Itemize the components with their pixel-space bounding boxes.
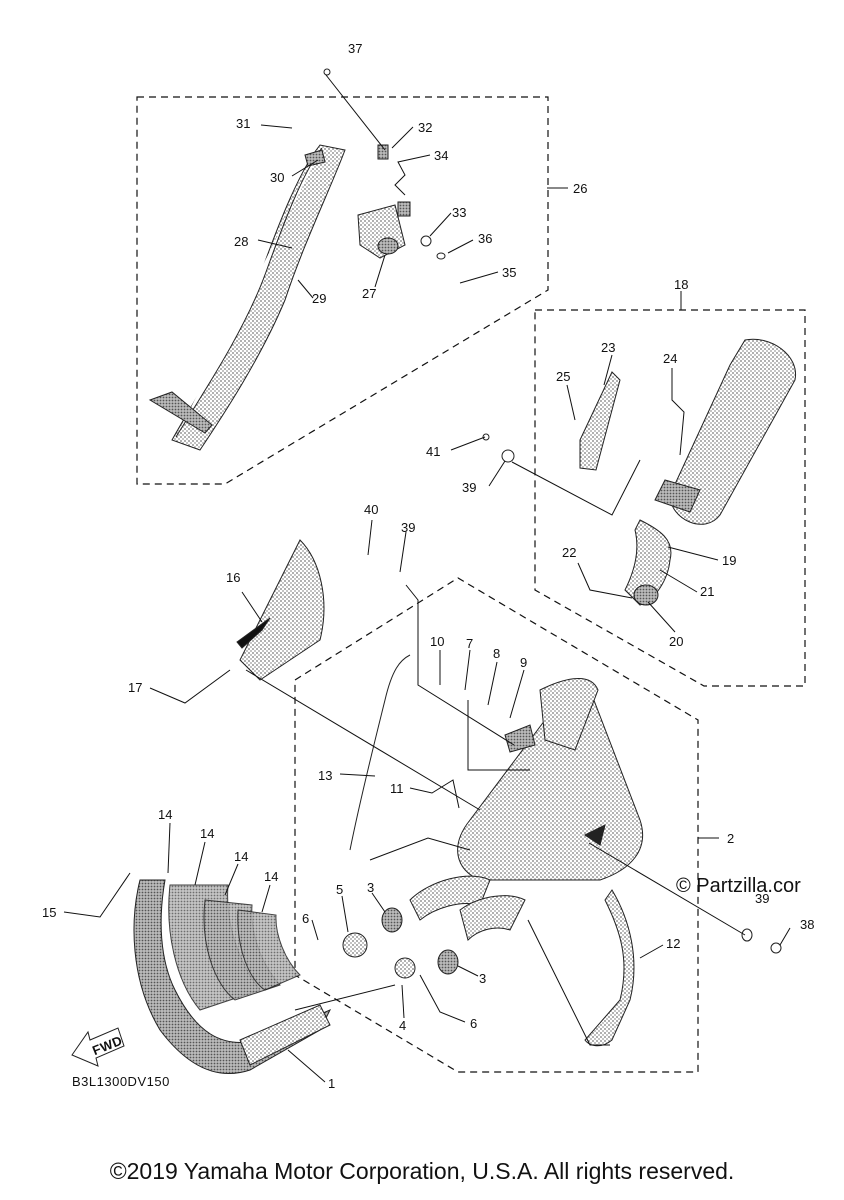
callout-32: 32 bbox=[418, 120, 432, 135]
callout-33: 33 bbox=[452, 205, 466, 220]
callout-39-upper: 39 bbox=[462, 480, 476, 495]
callout-37: 37 bbox=[348, 41, 362, 56]
callout-7: 7 bbox=[466, 636, 473, 651]
callout-18: 18 bbox=[674, 277, 688, 292]
callout-15: 15 bbox=[42, 905, 56, 920]
callout-23: 23 bbox=[601, 340, 615, 355]
callout-17: 17 bbox=[128, 680, 142, 695]
callout-14-d: 14 bbox=[264, 869, 278, 884]
callout-20: 20 bbox=[669, 634, 683, 649]
callout-11: 11 bbox=[390, 781, 404, 796]
callout-14-c: 14 bbox=[234, 849, 248, 864]
diagram-code: B3L1300DV150 bbox=[72, 1074, 170, 1089]
copyright-notice: ©2019 Yamaha Motor Corporation, U.S.A. A… bbox=[109, 1158, 735, 1184]
callout-5: 5 bbox=[336, 882, 343, 897]
callout-41: 41 bbox=[426, 444, 440, 459]
callout-14-b: 14 bbox=[200, 826, 214, 841]
partzilla-watermark: © Partzilla.cor bbox=[676, 875, 801, 897]
callout-29: 29 bbox=[312, 291, 326, 306]
callout-36: 36 bbox=[478, 231, 492, 246]
callout-4: 4 bbox=[399, 1018, 406, 1033]
callout-27: 27 bbox=[362, 286, 376, 301]
callout-3-upper: 3 bbox=[367, 880, 374, 895]
callout-8: 8 bbox=[493, 646, 500, 661]
callout-14-a: 14 bbox=[158, 807, 172, 822]
callout-34: 34 bbox=[434, 148, 448, 163]
leader-lines bbox=[63, 74, 791, 1083]
callout-13: 13 bbox=[318, 768, 332, 783]
callout-9: 9 bbox=[520, 655, 527, 670]
callout-6-right: 6 bbox=[470, 1016, 477, 1031]
heat-protector-16 bbox=[236, 539, 325, 681]
callout-22: 22 bbox=[562, 545, 576, 560]
group-18-outline bbox=[534, 309, 806, 687]
callout-25: 25 bbox=[556, 369, 570, 384]
group-26-outline bbox=[136, 96, 549, 485]
callout-2: 2 bbox=[727, 831, 734, 846]
callout-6-left: 6 bbox=[302, 911, 309, 926]
callout-24: 24 bbox=[663, 351, 677, 366]
muffler-body-group bbox=[342, 654, 782, 1047]
fwd-arrow: FWD bbox=[71, 1027, 125, 1067]
callout-28: 28 bbox=[234, 234, 248, 249]
callout-3-lower: 3 bbox=[479, 971, 486, 986]
callout-38: 38 bbox=[800, 917, 814, 932]
callout-39-lower: 39 bbox=[755, 891, 769, 906]
callout-10: 10 bbox=[430, 634, 444, 649]
callout-35: 35 bbox=[502, 265, 516, 280]
callout-21: 21 bbox=[700, 584, 714, 599]
callout-31: 31 bbox=[236, 116, 250, 131]
callout-16: 16 bbox=[226, 570, 240, 585]
callout-numbers: 37 31 32 34 30 26 33 28 36 35 27 29 18 2… bbox=[42, 41, 814, 1091]
callout-40: 40 bbox=[364, 502, 378, 517]
exhaust-headers-1 bbox=[133, 879, 332, 1075]
callout-30: 30 bbox=[270, 170, 284, 185]
callout-26: 26 bbox=[573, 181, 587, 196]
fwd-label: FWD bbox=[90, 1033, 124, 1059]
callout-19: 19 bbox=[722, 553, 736, 568]
muffler-assembly-group bbox=[482, 338, 796, 606]
cover-assembly-group bbox=[148, 68, 446, 451]
callout-1: 1 bbox=[328, 1076, 335, 1091]
callout-12: 12 bbox=[666, 936, 680, 951]
callout-39-middle: 39 bbox=[401, 520, 415, 535]
